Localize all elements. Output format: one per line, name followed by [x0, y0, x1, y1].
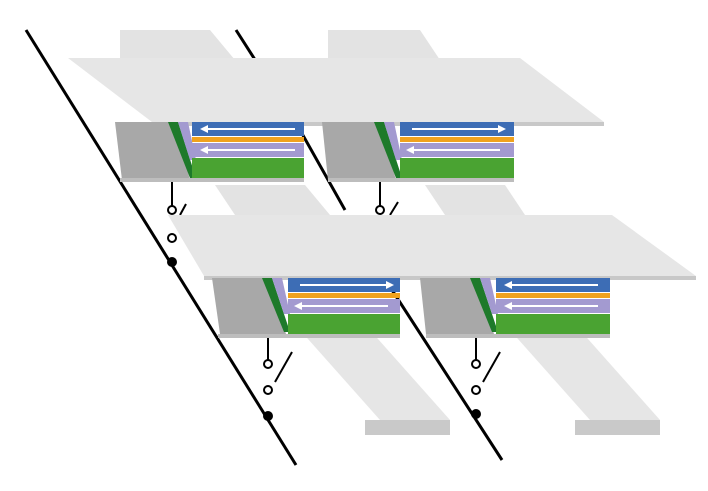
cell-bottom-left: [212, 278, 400, 338]
strip-bottom-right-top: [510, 330, 660, 420]
strip-mid-right: [425, 185, 525, 215]
strip-mid-left: [215, 185, 330, 215]
strip-bottom-left-side: [365, 420, 450, 435]
cell-shadow: [322, 122, 396, 180]
strip-bottom-right-side: [575, 420, 660, 435]
cell-dark-green: [168, 122, 196, 178]
bottom-strips: [215, 185, 660, 435]
arrow-lower-head: [406, 146, 414, 154]
layer-orange: [192, 137, 304, 142]
cell-lavender-side: [178, 122, 196, 160]
wire-right-lower: [390, 289, 504, 461]
strip-bottom-left-top: [300, 330, 450, 420]
vias-top: [167, 182, 399, 243]
layer-orange: [288, 293, 400, 298]
arrow-lower-head: [504, 302, 512, 310]
junction-node: [263, 411, 273, 421]
arrow-lower-head: [200, 146, 208, 154]
arrow-upper-head: [386, 281, 394, 289]
via-node: [167, 205, 177, 215]
switch-line: [389, 201, 399, 216]
junction-node: [471, 409, 481, 419]
back-strips: [120, 30, 440, 60]
via-node: [263, 359, 273, 369]
cell-dark-green: [374, 122, 402, 178]
wire-left: [24, 29, 298, 466]
via-node: [167, 233, 177, 243]
switch-line: [482, 351, 501, 383]
cell-lavender-side: [384, 122, 402, 160]
arrow-upper-head: [200, 125, 208, 133]
arrow-upper-head: [504, 281, 512, 289]
cell-lavender-side: [480, 278, 498, 314]
cell-lavender-side: [272, 278, 290, 314]
cell-top-left: [115, 122, 304, 182]
plate-bottom-surface: [168, 215, 696, 276]
plate-top: [68, 58, 604, 126]
via-node: [375, 205, 385, 215]
cell-shadow: [115, 122, 190, 180]
arrow-lower-head: [294, 302, 302, 310]
layer-base: [328, 178, 514, 182]
cell-dark-green: [262, 278, 290, 332]
cell-top-right: [322, 122, 514, 182]
switch-line: [274, 351, 293, 383]
via-node: [263, 385, 273, 395]
strip-back-left: [120, 30, 235, 60]
layer-base: [426, 334, 610, 338]
plate-top-surface: [68, 58, 604, 122]
cell-shadow: [212, 278, 286, 334]
plate-bottom: [168, 215, 696, 280]
layer-base: [120, 178, 304, 182]
cell-shadow: [420, 278, 494, 334]
cell-dark-green: [470, 278, 498, 332]
via-node: [471, 359, 481, 369]
layer-orange: [496, 293, 610, 298]
layer-green: [496, 314, 610, 334]
layer-base: [218, 334, 400, 338]
layer-green: [288, 314, 400, 334]
cell-bottom-right: [420, 278, 610, 338]
switch-line: [179, 203, 187, 216]
layer-green: [400, 158, 514, 178]
layer-orange: [400, 137, 514, 142]
junction-node: [167, 257, 177, 267]
wire-mid: [298, 129, 347, 211]
via-node: [471, 385, 481, 395]
layer-green: [192, 158, 304, 178]
arrow-upper-head: [498, 125, 506, 133]
strip-back-right: [328, 30, 440, 60]
vias-bottom: [263, 338, 501, 395]
